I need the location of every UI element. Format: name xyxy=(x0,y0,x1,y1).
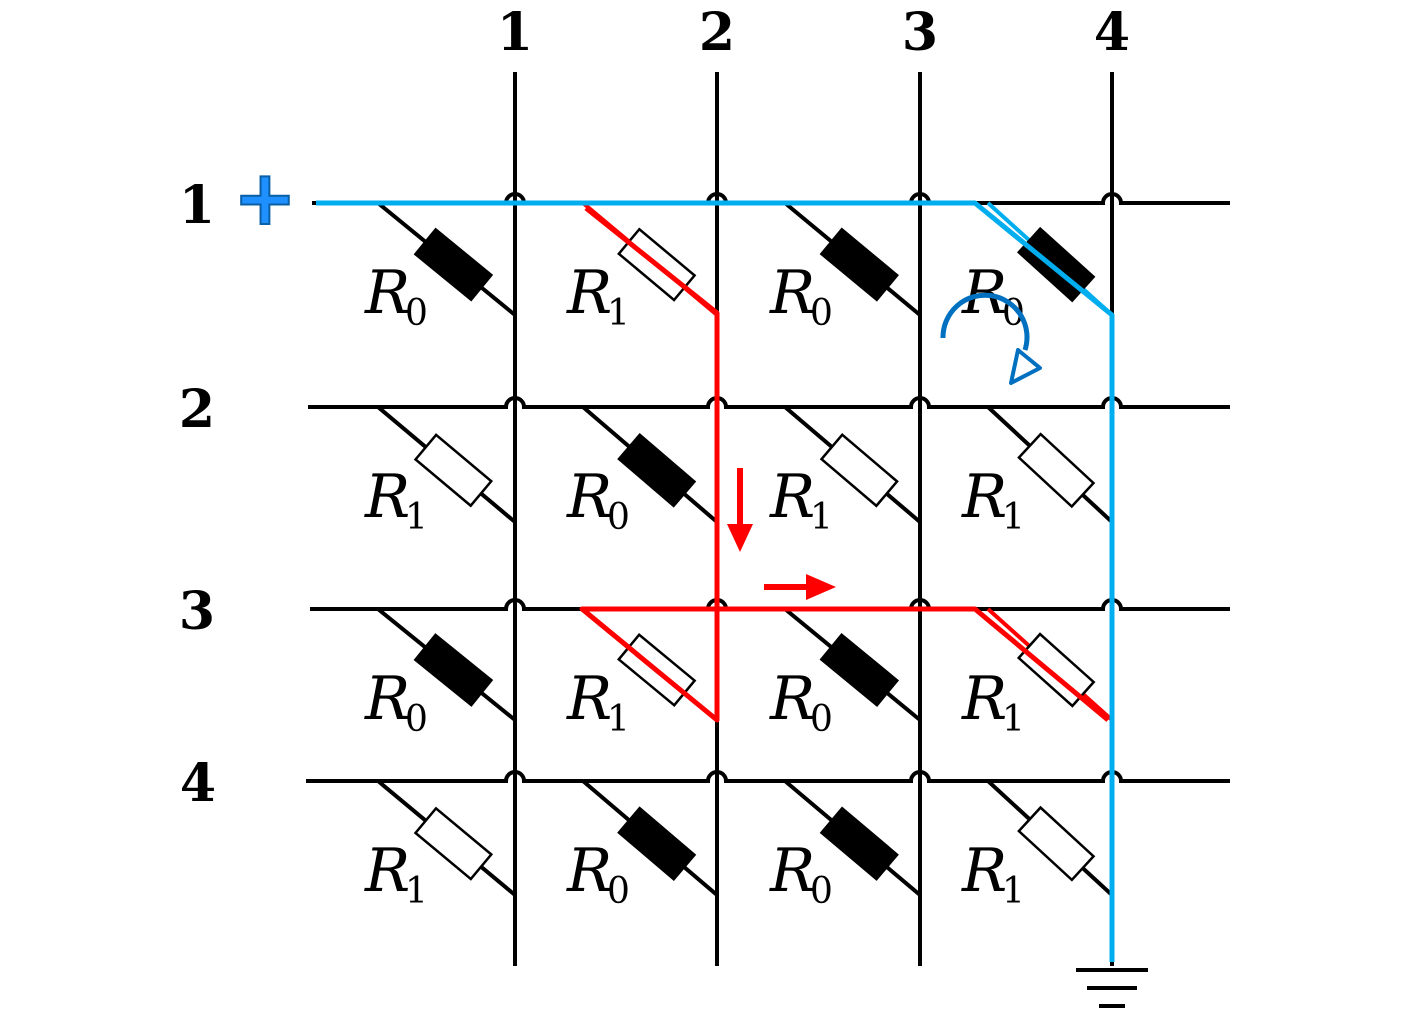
curved-arrow xyxy=(940,292,1030,351)
resistor-body-low xyxy=(819,433,899,508)
curved-arrow-head xyxy=(1009,348,1042,385)
grid-labels: 1 2 3 4 1 2 3 4 xyxy=(179,2,1130,814)
resistor-label: R xyxy=(364,462,410,532)
row-label-4: 4 xyxy=(180,753,216,814)
resistor-body-high xyxy=(819,633,900,707)
resistor-label: R xyxy=(364,836,410,906)
resistor-body-high xyxy=(413,227,494,302)
resistor-label: R xyxy=(566,462,612,532)
column-label-3: 3 xyxy=(902,2,938,63)
annotations: + xyxy=(232,152,1148,1008)
row-wire-2 xyxy=(308,396,1230,409)
resistor-r2-c4: R1 xyxy=(961,405,1114,538)
resistor-body-high xyxy=(617,806,697,881)
resistor-body-high xyxy=(413,633,494,707)
resistor-body-high xyxy=(819,806,899,881)
resistor-subscript: 1 xyxy=(405,871,428,912)
arrow-down-head xyxy=(727,524,753,552)
sneak-path xyxy=(579,206,1110,723)
resistor-r1-c3: R0 xyxy=(769,201,922,334)
column-label-2: 2 xyxy=(699,2,735,63)
row-label-2: 2 xyxy=(179,379,215,440)
source-plus-icon: + xyxy=(233,153,297,242)
column-label-1: 1 xyxy=(497,2,533,63)
resistor-label: R xyxy=(961,664,1007,734)
resistor-subscript: 0 xyxy=(810,699,833,740)
resistor-subscript: 1 xyxy=(810,497,833,538)
intended-path xyxy=(316,200,1115,962)
resistor-r3-c4: R1 xyxy=(961,607,1114,740)
resistor-subscript: 0 xyxy=(810,871,833,912)
arrow-right-head xyxy=(806,574,836,600)
column-label-4: 4 xyxy=(1094,2,1130,63)
resistor-r4-c3: R0 xyxy=(769,779,922,912)
resistor-label: R xyxy=(769,664,815,734)
resistor-r4-c1: R1 xyxy=(364,779,517,912)
resistor-label: R xyxy=(961,462,1007,532)
resistor-label: R xyxy=(769,462,815,532)
resistor-body-high xyxy=(819,227,899,302)
resistor-r4-c2: R0 xyxy=(566,779,719,912)
resistor-body-low xyxy=(413,433,494,508)
resistor-subscript: 0 xyxy=(405,699,428,740)
resistor-r1-c1: R0 xyxy=(364,201,517,334)
resistor-label: R xyxy=(961,836,1007,906)
resistor-r3-c1: R0 xyxy=(364,607,517,740)
resistor-label: R xyxy=(364,258,410,328)
resistor-body-low xyxy=(1016,632,1096,708)
row-label-3: 3 xyxy=(179,581,215,642)
row-wire-4 xyxy=(306,770,1230,783)
resistor-r2-c3: R1 xyxy=(769,405,922,538)
resistor-subscript: 1 xyxy=(1002,497,1025,538)
resistor-subscript: 0 xyxy=(810,293,833,334)
resistor-r3-c2: R1 xyxy=(566,607,719,740)
resistor-r1-c4: R0 xyxy=(961,201,1114,334)
resistor-r3-c3: R0 xyxy=(769,607,922,740)
resistor-subscript: 1 xyxy=(607,699,630,740)
resistor-subscript: 0 xyxy=(607,497,630,538)
resistor-body-low xyxy=(413,806,494,881)
resistor-body-low xyxy=(1017,805,1096,882)
resistor-body-high xyxy=(617,432,697,508)
resistor-subscript: 1 xyxy=(405,497,428,538)
resistor-label: R xyxy=(566,664,612,734)
resistor-label: R xyxy=(769,258,815,328)
resistor-label: R xyxy=(566,258,612,328)
resistor-subscript: 0 xyxy=(405,293,428,334)
resistor-label: R xyxy=(769,836,815,906)
resistor-body-low xyxy=(1017,432,1096,509)
resistor-label: R xyxy=(566,836,612,906)
resistor-r2-c2: R0 xyxy=(566,405,719,538)
resistor-r1-c2: R1 xyxy=(566,201,719,334)
resistor-subscript: 0 xyxy=(607,871,630,912)
row-label-1: 1 xyxy=(179,175,215,236)
resistor-subscript: 1 xyxy=(607,293,630,334)
current-paths xyxy=(316,200,1115,962)
resistor-subscript: 1 xyxy=(1002,871,1025,912)
resistor-subscript: 1 xyxy=(1002,699,1025,740)
resistor-label: R xyxy=(364,664,410,734)
resistor-r4-c4: R1 xyxy=(961,779,1114,912)
resistor-r2-c1: R1 xyxy=(364,405,517,538)
